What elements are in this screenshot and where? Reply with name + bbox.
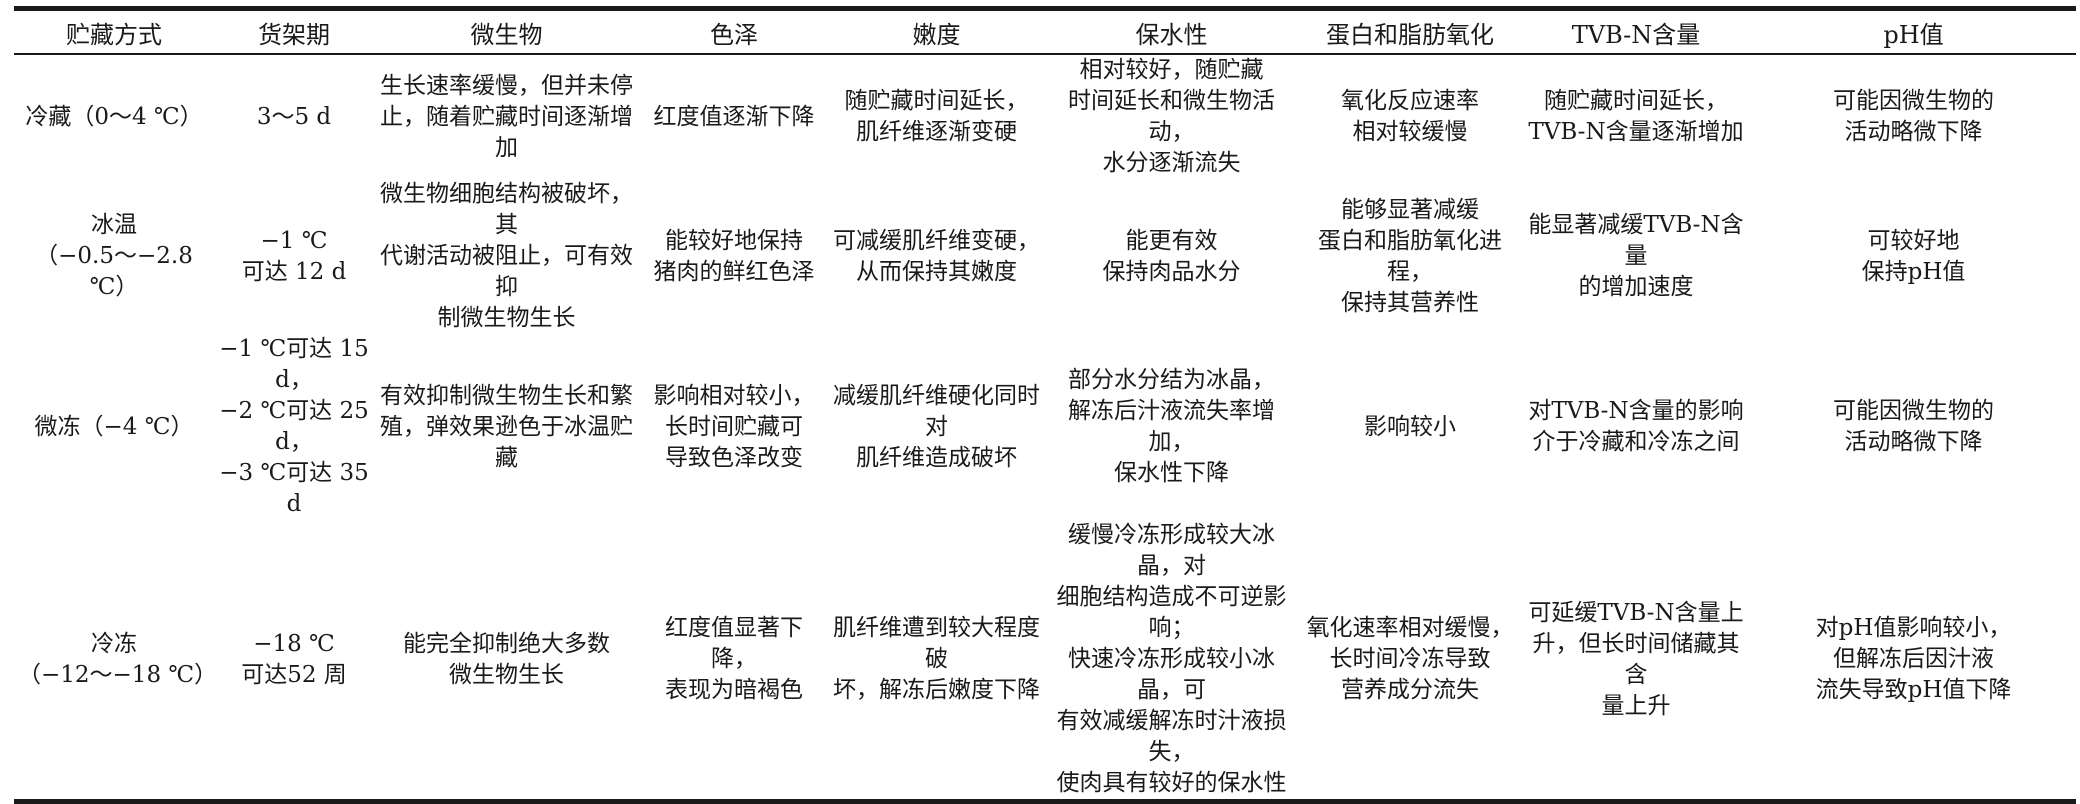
table-cell: 能够显著减缓 蛋白和脂肪氧化进程， 保持其营养性	[1318, 196, 1502, 316]
table-row-frozen: 冷冻 （−12～−18 ℃） −18 ℃ 可达52 周 能完全抑制绝大多数 微生…	[14, 520, 2076, 802]
table-cell: 相对较好，随贮藏 时间延长和微生物活动， 水分逐渐流失	[1068, 57, 1275, 176]
table-cell: 能更有效 保持肉品水分	[1102, 227, 1241, 285]
table-cell: 可延缓TVB-N含量上 升，但长时间储藏其含 量上升	[1528, 599, 1744, 719]
table-cell: 冷冻 （−12～−18 ℃）	[18, 630, 218, 688]
table-cell: 冷藏（0～4 ℃）	[25, 103, 203, 130]
header-cell-tvbn: TVB-N含量	[1521, 8, 1751, 55]
header-cell-oxidation: 蛋白和脂肪氧化	[1299, 8, 1521, 55]
table-row-chilled: 冷藏（0～4 ℃） 3～5 d 生长速率缓慢，但并未停 止，随着贮藏时间逐渐增加…	[14, 54, 2076, 179]
table-cell: 能较好地保持 猪肉的鲜红色泽	[653, 227, 815, 285]
storage-comparison-table: 贮藏方式 货架期 微生物 色泽 嫩度 保水性 蛋白和脂肪氧化 TVB-N含量 p…	[14, 6, 2076, 804]
table-cell: 可能因微生物的 活动略微下降	[1833, 88, 1994, 145]
table-cell: 肌纤维遭到较大程度破 坏，解冻后嫩度下降	[833, 615, 1040, 703]
header-cell-storage-method: 贮藏方式	[14, 8, 214, 55]
table-cell: 红度值显著下降， 表现为暗褐色	[665, 615, 803, 703]
table-cell: 红度值逐渐下降	[653, 103, 815, 130]
header-cell-color: 色泽	[639, 8, 829, 55]
table-cell: −1 ℃可达 15 d， −2 ℃可达 25 d， −3 ℃可达 35 d	[219, 336, 369, 517]
table-cell: 影响较小	[1364, 413, 1456, 440]
table-cell: 部分水分结为冰晶， 解冻后汁液流失率增加， 保水性下降	[1068, 367, 1275, 486]
table-cell: 3～5 d	[256, 103, 332, 130]
table-cell: 缓慢冷冻形成较大冰晶，对 细胞结构造成不可逆影响； 快速冷冻形成较小冰晶，可 有…	[1056, 522, 1287, 796]
table-cell: 有效抑制微生物生长和繁 殖，弹效果逊色于冰温贮藏	[380, 382, 633, 471]
table-cell: 可较好地 保持pH值	[1861, 227, 1966, 285]
header-cell-shelf-life: 货架期	[214, 8, 374, 55]
table-cell: 影响相对较小， 长时间贮藏可 导致色泽改变	[653, 382, 815, 471]
header-cell-tenderness: 嫩度	[829, 8, 1044, 55]
table-cell: 对TVB-N含量的影响 介于冷藏和冷冻之间	[1528, 398, 1744, 455]
storage-comparison-table-container: 贮藏方式 货架期 微生物 色泽 嫩度 保水性 蛋白和脂肪氧化 TVB-N含量 p…	[14, 6, 2076, 804]
table-cell: 可减缓肌纤维变硬， 从而保持其嫩度	[833, 227, 1040, 285]
table-cell: 随贮藏时间延长， TVB-N含量逐渐增加	[1528, 88, 1744, 145]
table-cell: 冰温 （−0.5～−2.8 ℃）	[35, 212, 193, 300]
table-row-superchilled: 微冻（−4 ℃） −1 ℃可达 15 d， −2 ℃可达 25 d， −3 ℃可…	[14, 334, 2076, 520]
table-cell: 微生物细胞结构被破坏，其 代谢活动被阻止，可有效抑 制微生物生长	[380, 181, 633, 331]
header-cell-water-holding: 保水性	[1044, 8, 1299, 55]
table-cell: −1 ℃ 可达 12 d	[241, 227, 347, 285]
header-row: 贮藏方式 货架期 微生物 色泽 嫩度 保水性 蛋白和脂肪氧化 TVB-N含量 p…	[14, 8, 2076, 55]
table-cell: 随贮藏时间延长， 肌纤维逐渐变硬	[844, 88, 1029, 145]
table-cell: 氧化反应速率 相对较缓慢	[1341, 88, 1479, 145]
table-cell: 氧化速率相对缓慢， 长时间冷冻导致 营养成分流失	[1306, 615, 1514, 703]
table-cell: 微冻（−4 ℃）	[34, 413, 194, 440]
header-cell-microorganism: 微生物	[374, 8, 639, 55]
table-cell: −18 ℃ 可达52 周	[241, 630, 347, 688]
table-cell: 生长速率缓慢，但并未停 止，随着贮藏时间逐渐增加	[380, 72, 633, 161]
table-cell: 对pH值影响较小， 但解冻后因汁液 流失导致pH值下降	[1815, 615, 2012, 703]
table-cell: 减缓肌纤维硬化同时对 肌纤维造成破坏	[833, 382, 1040, 471]
table-row-ice-temperature: 冰温 （−0.5～−2.8 ℃） −1 ℃ 可达 12 d 微生物细胞结构被破坏…	[14, 179, 2076, 334]
table-cell: 能完全抑制绝大多数 微生物生长	[403, 630, 610, 688]
header-cell-ph: pH值	[1751, 8, 2076, 55]
table-cell: 可能因微生物的 活动略微下降	[1833, 398, 1994, 455]
table-cell: 能显著减缓TVB-N含量 的增加速度	[1528, 212, 1744, 300]
